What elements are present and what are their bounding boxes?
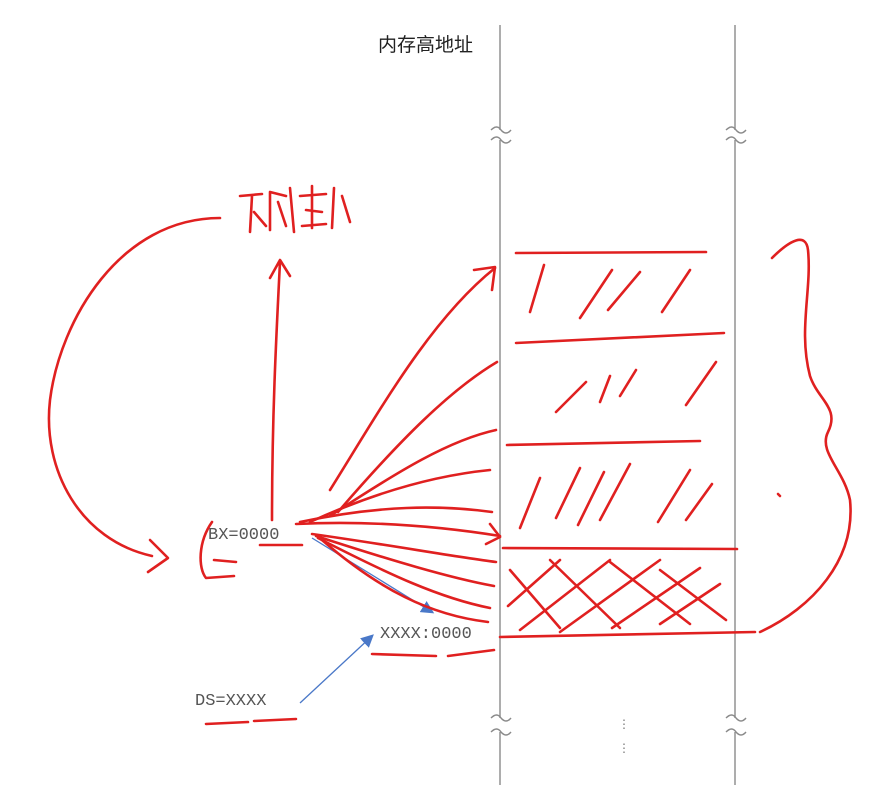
break-mark [490, 136, 512, 144]
loop-arrowhead [146, 538, 170, 574]
segment-offset-address-label: XXXX:0000 [380, 625, 472, 644]
hatch [656, 468, 692, 524]
break-mark [725, 136, 747, 144]
memory-column-rails [490, 25, 747, 785]
up-arrow [270, 260, 282, 522]
hatch [554, 380, 588, 414]
fan-arrow [310, 532, 498, 564]
hatch [684, 360, 718, 407]
red-annotations [47, 184, 852, 726]
break-mark [725, 126, 747, 134]
hatch [518, 558, 612, 632]
ellipsis-top: ⋮ [618, 717, 630, 731]
handwritten-note-mark [238, 184, 352, 234]
fan-arrow [294, 521, 502, 538]
underline-ds [204, 720, 250, 726]
break-mark [725, 714, 747, 722]
fan-arrow [316, 536, 492, 610]
break-mark [725, 728, 747, 736]
cell-boundary [505, 439, 702, 447]
fan-arrow [314, 534, 496, 588]
fan-arrow [308, 468, 492, 524]
ellipsis-bottom: ⋮ [618, 741, 630, 755]
hatch [658, 582, 722, 626]
fan-arrow [336, 360, 499, 514]
hatch [658, 568, 728, 622]
cell-boundary [501, 546, 739, 551]
hatch [684, 482, 714, 522]
hatch [598, 462, 632, 522]
hatch [660, 268, 692, 314]
fan-arrow [320, 538, 490, 624]
cell-boundary [498, 630, 757, 639]
break-mark [490, 714, 512, 722]
hatch [558, 558, 662, 634]
cell-boundary [514, 331, 726, 345]
memory-high-address-label: 内存高地址 [378, 34, 474, 56]
hatch [528, 263, 546, 314]
bx-bracket-tick [212, 558, 238, 564]
ds-to-segment-arrow [299, 634, 374, 704]
loop-arrow [47, 216, 222, 558]
hatch [576, 470, 606, 527]
hatch [598, 374, 612, 404]
hatch [508, 568, 562, 630]
hatch [548, 558, 622, 630]
break-mark [490, 728, 512, 736]
fan-arrowhead [472, 265, 497, 292]
break-mark [490, 126, 512, 134]
bx-register-label: BX=0000 [208, 526, 280, 545]
ink-dot [776, 492, 782, 498]
bx-bracket [199, 520, 236, 580]
cell-boundary [514, 250, 708, 255]
underline-address [370, 652, 438, 658]
hatch [578, 268, 614, 320]
right-brace [758, 238, 852, 634]
fan-arrowhead [484, 522, 502, 546]
underline-ds [252, 717, 298, 723]
hatch [506, 558, 562, 608]
fan-arrow [328, 428, 498, 518]
underline-address [446, 648, 496, 658]
hatch [554, 466, 582, 520]
fan-arrow [328, 266, 497, 492]
fan-arrow [298, 506, 494, 524]
hatch [518, 476, 542, 530]
hatch [608, 560, 692, 626]
hatch [618, 368, 638, 398]
up-arrowhead [268, 258, 292, 280]
ds-register-label: DS=XXXX [195, 692, 267, 711]
hatch [606, 270, 642, 312]
